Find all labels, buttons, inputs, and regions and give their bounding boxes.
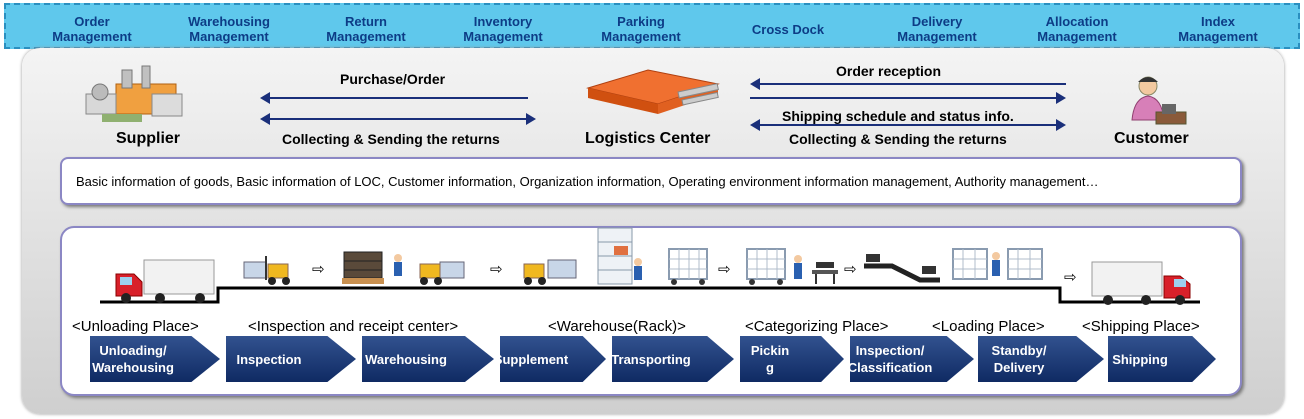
worker-icon: [794, 255, 838, 284]
step-standby-delivery[interactable]: Standby/Delivery: [978, 336, 1104, 382]
pallet-icon: [342, 251, 402, 284]
place-unloading: <Unloading Place>: [72, 318, 199, 335]
purchase-order-label: Purchase/Order: [340, 71, 446, 87]
step-unloading-warehousing[interactable]: Unloading/Warehousing: [90, 336, 220, 382]
forklift-icon: [523, 259, 577, 285]
operator-icon: [1131, 76, 1187, 125]
place-inspection: <Inspection and receipt center>: [248, 318, 459, 335]
order-reception-label: Order reception: [836, 63, 942, 79]
supplier-label: Supplier: [116, 130, 181, 147]
purchase-order-arrow: [260, 92, 528, 104]
step-inspection[interactable]: Inspection: [226, 336, 356, 382]
place-categorizing: <Categorizing Place>: [745, 318, 889, 335]
returns-right-arrow: [750, 119, 1066, 131]
returns-right-label: Collecting & Sending the returns: [789, 131, 1007, 147]
truck-icon: [1091, 261, 1191, 305]
factory-icon: [85, 65, 183, 122]
basic-info-box: Basic information of goods, Basic inform…: [60, 157, 1242, 205]
step-inspection-classification[interactable]: Inspection/Classification: [848, 336, 974, 382]
conveyor-icon: [864, 254, 940, 283]
returns-left-label: Collecting & Sending the returns: [282, 131, 500, 147]
customer-label: Customer: [1114, 130, 1189, 147]
forklift-icon: [419, 261, 465, 285]
cage-cart-icon: [746, 248, 786, 285]
step-warehousing[interactable]: Warehousing: [362, 336, 494, 382]
returns-left-arrow: [260, 113, 536, 125]
truck-icon: [115, 259, 215, 303]
flow-arrow-icon: ⇨: [844, 261, 857, 278]
warehouse-building-icon: [586, 69, 720, 114]
tab-cross-dock[interactable]: Cross Dock: [704, 10, 872, 48]
step-supplement[interactable]: Supplement: [494, 336, 606, 382]
flow-arrow-icon: ⇨: [490, 261, 503, 278]
step-shipping[interactable]: Shipping: [1108, 336, 1216, 382]
shipping-schedule-label: Shipping schedule and status info.: [782, 108, 1014, 124]
place-loading: <Loading Place>: [932, 318, 1045, 335]
step-transporting[interactable]: Transporting: [611, 336, 734, 382]
place-shipping: <Shipping Place>: [1082, 318, 1200, 335]
basic-info-text: Basic information of goods, Basic inform…: [76, 173, 1099, 189]
place-warehouse: <Warehouse(Rack)>: [548, 318, 686, 335]
flow-arrow-icon: ⇨: [312, 261, 325, 278]
logistics-center-label: Logistics Center: [585, 130, 711, 147]
flow-arrow-icon: ⇨: [718, 261, 731, 278]
rack-icon: [597, 227, 642, 285]
forklift-icon: [243, 256, 290, 285]
cage-cart-icon: [952, 248, 1043, 280]
shipping-schedule-arrow: [750, 92, 1066, 104]
order-reception-arrow: [750, 78, 1066, 90]
cage-cart-icon: [668, 248, 708, 285]
flow-arrow-icon: ⇨: [1064, 269, 1077, 286]
